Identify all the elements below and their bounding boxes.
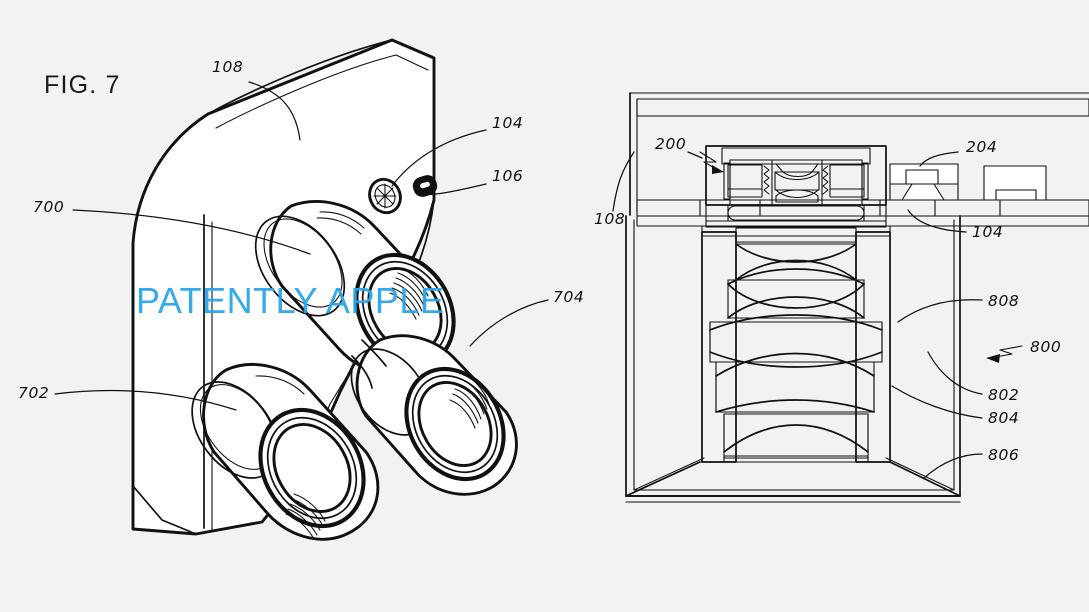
ref-numeral-104-left: 104	[492, 114, 523, 132]
figure-label: FIG. 7	[44, 71, 121, 99]
cluster-seam	[351, 355, 373, 389]
cluster-seam	[361, 339, 387, 367]
right-cross-section-view: 200 108 204 104 808 800 802 804 806	[594, 92, 1089, 503]
ref-numeral-108-right: 108	[594, 210, 625, 228]
lens-element-5	[723, 413, 869, 463]
ref-numeral-104-right: 104	[972, 223, 1003, 241]
second-camera-lens-barrel	[191, 363, 380, 541]
ref-numeral-704: 704	[553, 288, 584, 306]
lens-element-3	[709, 314, 883, 368]
module-enclosure-base	[625, 215, 961, 503]
circuit-board-component	[889, 163, 959, 201]
voice-coil-actuator-assembly	[705, 145, 887, 228]
actuator-coil-right	[822, 162, 869, 200]
ref-numeral-800: 800	[1030, 338, 1061, 356]
circuit-board-component-secondary	[983, 165, 1047, 201]
lens-element-2	[727, 268, 865, 319]
watermark-text: PATENTLY APPLE	[136, 280, 444, 321]
shading-hatch	[449, 373, 490, 429]
ref-numeral-108-left: 108	[212, 58, 243, 76]
shading-hatch	[285, 493, 326, 540]
leader-lines-left	[54, 81, 549, 411]
ref-numeral-106-left: 106	[492, 167, 523, 185]
flash-module	[368, 177, 402, 215]
ref-numeral-808: 808	[988, 292, 1019, 310]
left-perspective-view: 108 700 104 106 702 704	[18, 38, 584, 541]
actuator-lens-elements	[771, 159, 823, 206]
third-camera-lens-barrel	[350, 334, 518, 496]
shading-hatch	[389, 267, 429, 320]
leader-lines-right	[612, 151, 1023, 479]
ref-numeral-700: 700	[33, 198, 64, 216]
ref-numeral-200: 200	[655, 135, 686, 153]
ref-numeral-806: 806	[988, 446, 1019, 464]
ref-numeral-204: 204	[966, 138, 997, 156]
ref-numeral-802: 802	[988, 386, 1019, 404]
actuator-coil-left	[723, 162, 770, 200]
device-housing-wall	[629, 92, 1089, 216]
ref-numeral-702: 702	[18, 384, 49, 402]
first-camera-lens-barrel	[254, 200, 456, 376]
ref-numeral-804: 804	[988, 409, 1019, 427]
lens-element-4	[715, 352, 875, 413]
